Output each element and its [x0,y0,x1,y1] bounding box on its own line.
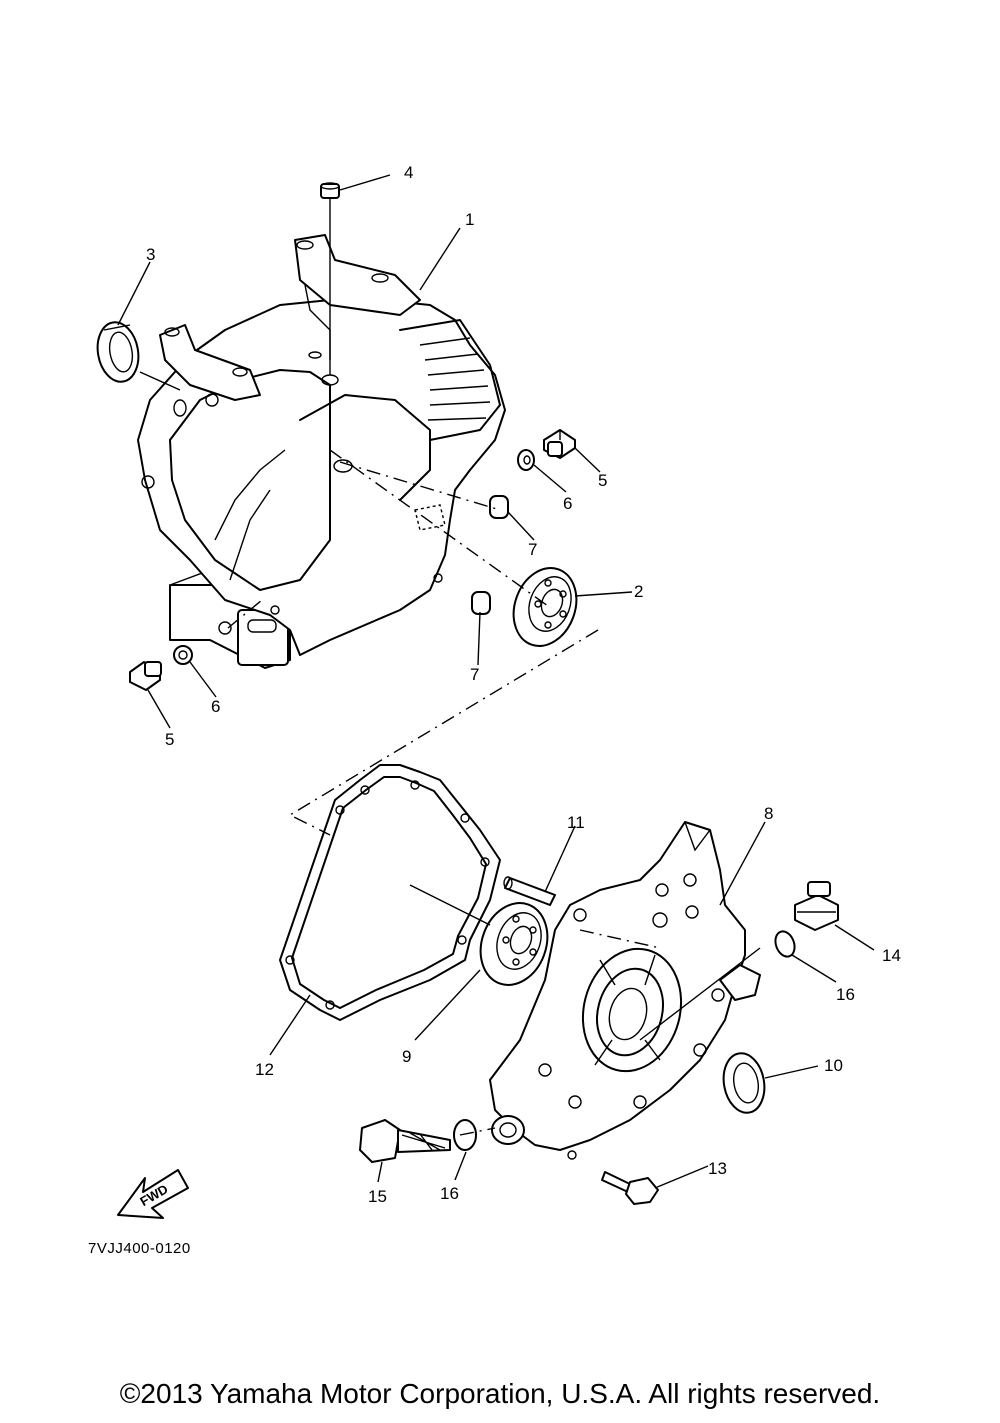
callout-9: 9 [402,1047,411,1066]
dowel-part-4 [320,182,340,199]
callout-15: 15 [368,1187,387,1206]
crankcase-illustration [137,234,506,669]
oil-seal-part-3 [96,321,140,383]
leader-lines [117,174,875,1189]
oil-seal-part-10 [722,1052,766,1114]
callout-13: 13 [708,1159,727,1178]
callout-16-left: 16 [440,1184,459,1203]
o-ring-part-16-right [774,930,796,958]
crankcase-cover-part-8 [489,821,761,1160]
dowel-pin-part-11 [503,876,556,906]
callout-8: 8 [764,804,773,823]
callout-7-upper: 7 [528,540,537,559]
callout-6-left: 6 [211,697,220,716]
washer-part-6-left [173,645,193,665]
diagram-code: 7VJJ400-0120 [88,1240,191,1257]
callout-11: 11 [567,813,585,832]
dowel-pin-part-7-lower [471,591,491,615]
callout-7-lower: 7 [470,665,479,684]
callout-2: 2 [634,582,643,601]
callout-3: 3 [146,245,155,264]
callout-5-right: 5 [598,471,607,490]
o-ring-part-16-left [453,1119,477,1151]
callout-5-left: 5 [165,730,174,749]
callout-numbers: 1 2 3 4 5 5 6 6 7 7 8 9 10 11 12 13 14 1… [146,163,901,1206]
callout-12: 12 [255,1060,274,1079]
bearing-part-9 [479,902,549,986]
copyright-notice: ©2013 Yamaha Motor Corporation, U.S.A. A… [119,1378,881,1409]
callout-14: 14 [882,946,901,965]
drain-bolt-part-5-left [129,661,162,691]
callout-16-right: 16 [836,985,855,1004]
washer-part-6-right [517,449,535,471]
bolt-part-13 [601,1171,659,1205]
dipstick-part-15 [359,1119,451,1163]
callout-10: 10 [824,1056,843,1075]
gasket-part-12 [279,764,501,1021]
bearing-part-2 [512,567,578,647]
fwd-arrow-icon: FWD [117,1169,189,1219]
plug-part-14 [794,881,839,931]
callout-1: 1 [465,210,474,229]
dowel-pin-part-7-upper [489,495,509,519]
callout-4: 4 [404,163,413,182]
drain-bolt-part-5-right [543,429,576,459]
callout-6-right: 6 [563,494,572,513]
assembly-lines [227,449,661,1136]
